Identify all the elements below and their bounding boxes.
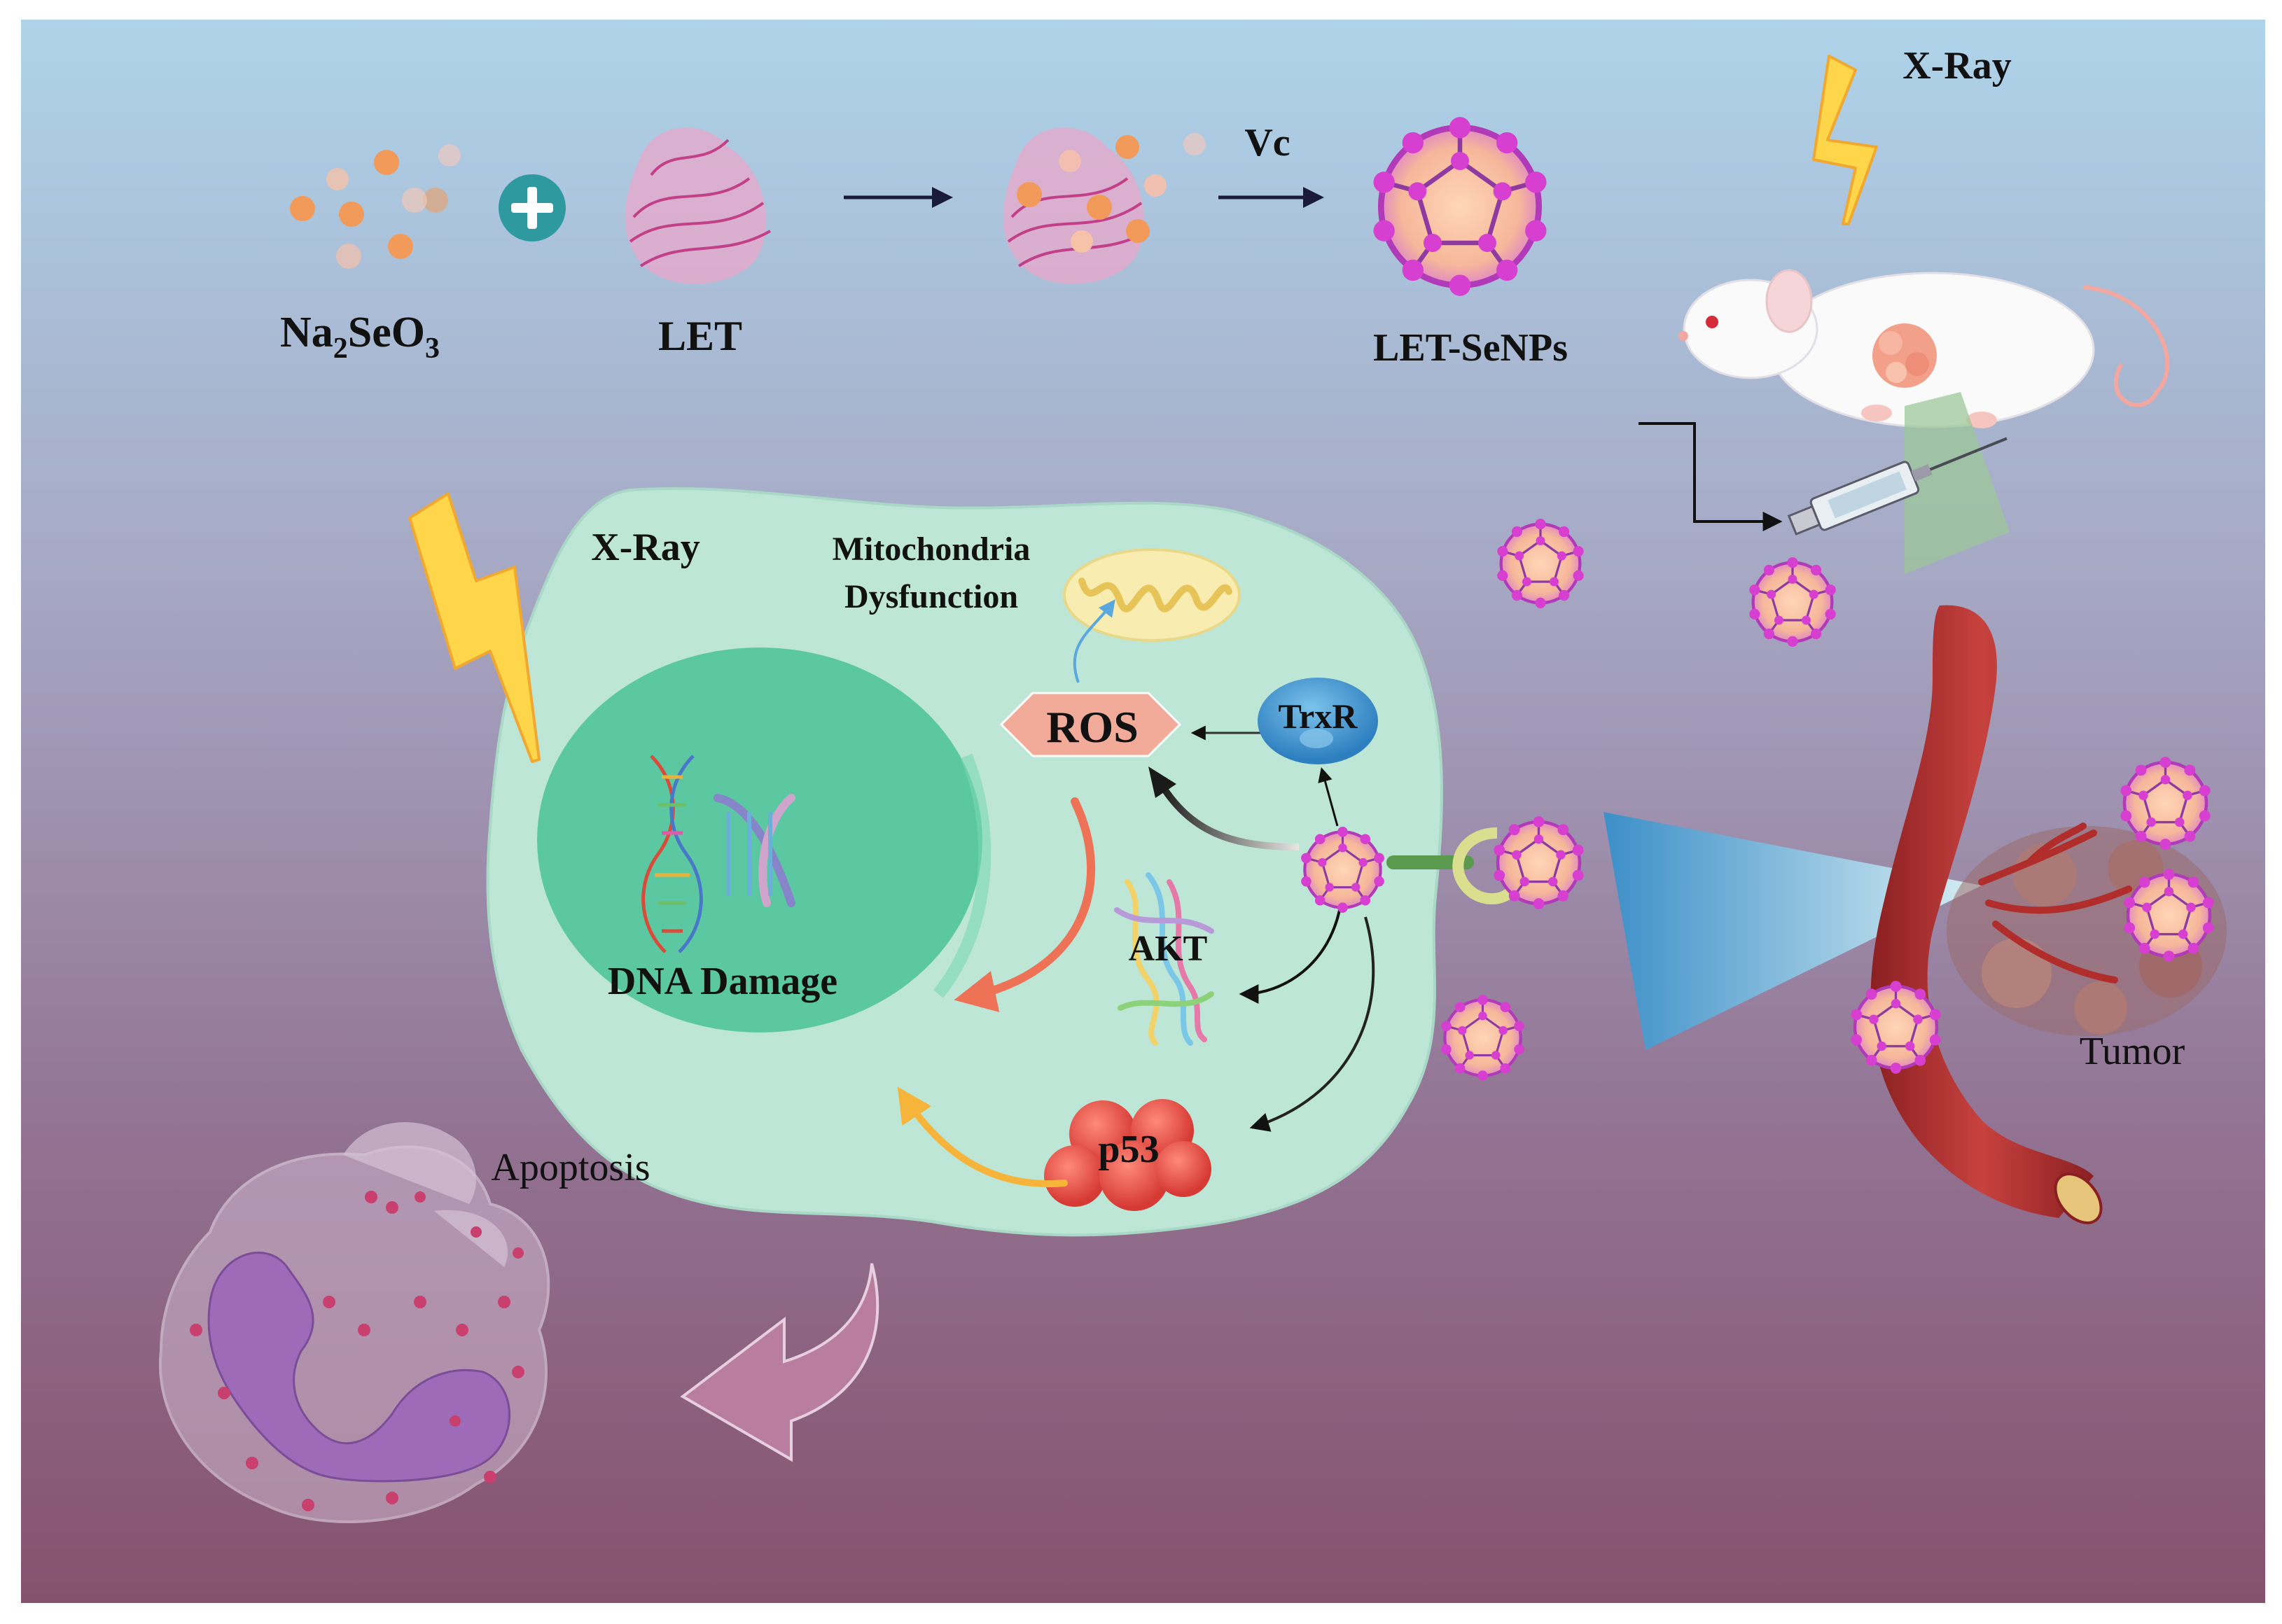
mito-label-line1: Mitochondria [833,531,1031,568]
trxr-label: TrxR [1279,696,1358,736]
dna-icon [641,755,795,953]
receptor-binding-site [1452,827,1517,904]
tumor-label: Tumor [2080,1030,2185,1073]
trxr-enzyme [1258,678,1378,764]
let-se-complex-icon [1003,127,1206,284]
syringe-icon [1787,437,2008,536]
vc-label: Vc [1244,121,1290,164]
plus-icon [499,174,566,241]
let-senps-label: LET-SeNPs [1373,326,1568,370]
lightning-icon [408,492,541,763]
np-to-ros-arrowhead [1148,766,1176,798]
let-polysaccharide-icon [625,127,771,284]
xray-cell-label: X-Ray [591,526,700,569]
ros-to-nucleus-arrow [954,797,1096,1012]
ros-label: ROS [1046,702,1139,752]
xray-top-label: X-Ray [1902,44,2012,88]
p53-label: p53 [1098,1128,1159,1171]
let-label: LET [658,313,742,359]
dna-damage-label: DNA Damage [608,960,837,1003]
na2seo3-label: Na2SeO3 [280,309,440,365]
injection-beam [1905,392,2010,574]
mouse-icon [1678,269,2170,428]
p53-protein-icon [1044,1099,1211,1211]
mito-label-line2: Dysfunction [844,578,1018,615]
tumor-beam [1603,812,1982,1050]
blood-vessel-icon [1870,605,2094,1218]
akt-protein-icon [1114,872,1214,1046]
np-to-ros-arrow [1155,778,1300,850]
apoptotic-cell-icon [158,1122,550,1523]
akt-label: AKT [1129,929,1208,969]
p53-to-nucleus-arrow [897,1086,1068,1188]
lightning-icon [1812,55,1878,225]
apoptosis-label: Apoptosis [491,1146,650,1189]
apoptosis-arrow [680,1263,879,1462]
np-to-akt-arrow [1239,902,1342,1004]
ros-hexagon [999,692,1182,757]
injection-arrow [1639,422,1783,531]
mouse-tumor-icon [1872,323,1937,388]
ros-to-mito-arrow [1073,599,1115,683]
np-to-p53-arrow [1249,916,1375,1132]
selenite-particles-icon [290,144,461,269]
vessel-opening [2054,1172,2103,1224]
np-to-trxr-arrow [1318,766,1339,827]
